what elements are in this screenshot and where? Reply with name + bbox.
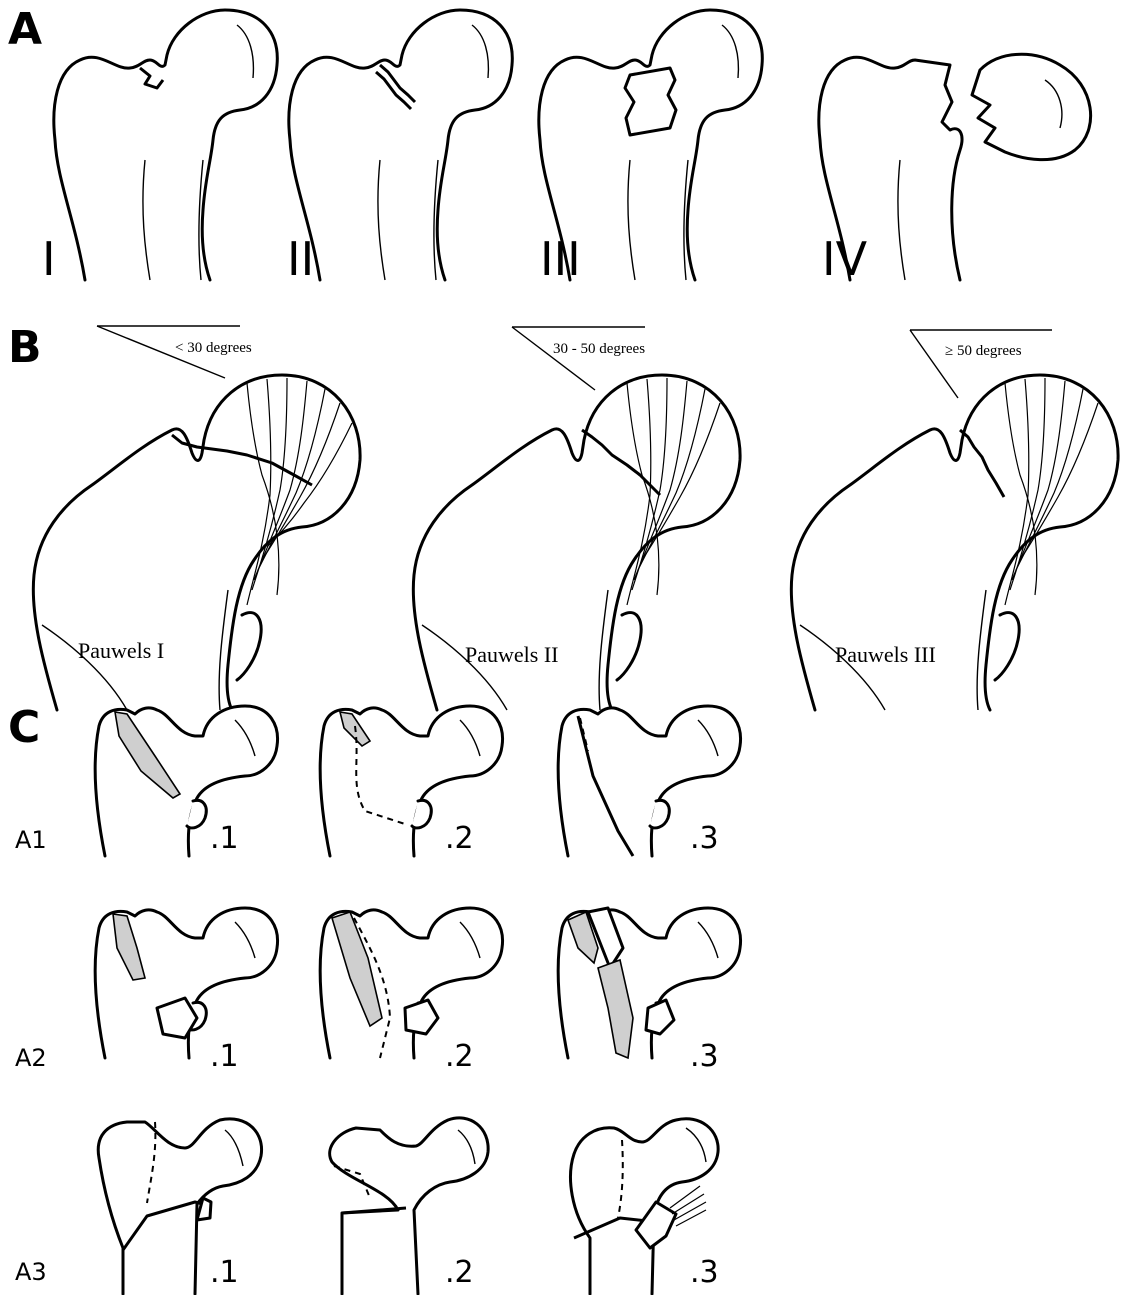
ao-a2-1-femur (95, 908, 277, 1058)
ao-row-label-a3: A3 (15, 1258, 47, 1286)
ao-a1-sub-1: .1 (210, 821, 239, 856)
ao-row-label-a1: A1 (15, 826, 47, 854)
ao-a1-sub-3: .3 (690, 821, 719, 856)
ao-a2-sub-1: .1 (210, 1039, 239, 1074)
ao-a1-2-femur (320, 706, 502, 856)
ao-a3-sub-2: .2 (445, 1255, 474, 1290)
angle-label-1: < 30 degrees (175, 340, 252, 356)
garden-label-3: III (540, 232, 581, 286)
garden-label-2: II (287, 232, 314, 286)
angle-indicator-1: < 30 degrees (97, 326, 252, 378)
ao-a2-sub-3: .3 (690, 1039, 719, 1074)
ao-a2-3-femur (558, 908, 740, 1058)
garden-label-4: IV (822, 232, 868, 286)
garden-label-1: I (42, 232, 56, 286)
panel-c-letter: C (8, 702, 40, 753)
ao-a1-sub-2: .2 (445, 821, 474, 856)
ao-a2-sub-2: .2 (445, 1039, 474, 1074)
panel-c: C (8, 702, 741, 1294)
panel-a: A I II III IV (8, 4, 1091, 286)
pauwels-label-1: Pauwels I (78, 638, 164, 663)
angle-label-2: 30 - 50 degrees (553, 341, 645, 357)
angle-label-3: ≥ 50 degrees (945, 343, 1022, 359)
panel-a-letter: A (8, 4, 42, 55)
ao-row-label-a2: A2 (15, 1044, 47, 1072)
panel-b: B < 30 degrees 30 - 50 degrees ≥ 50 degr… (8, 322, 1118, 710)
panel-b-letter: B (8, 322, 42, 373)
garden-stage-1-femur (54, 10, 277, 280)
pauwels-label-2: Pauwels II (465, 642, 558, 667)
muscle-attachment-lines (670, 1186, 706, 1226)
pauwels-label-3: Pauwels III (835, 642, 936, 667)
ao-a3-sub-1: .1 (210, 1255, 239, 1290)
ao-a1-1-femur (95, 706, 277, 856)
garden-stage-2-femur (289, 10, 512, 280)
ao-a2-2-femur (320, 908, 502, 1058)
pauwels-2-femur (413, 375, 740, 710)
ao-a3-sub-3: .3 (690, 1255, 719, 1290)
angle-indicator-2: 30 - 50 degrees (512, 327, 645, 390)
